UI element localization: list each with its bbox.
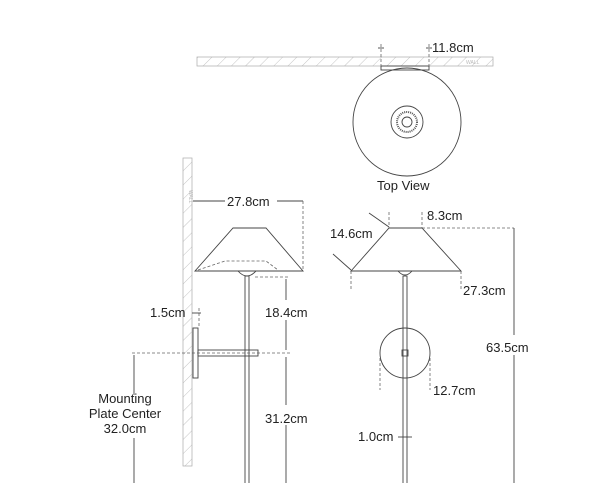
- top-socket-outer: [390, 105, 424, 139]
- front-stem: [402, 275, 408, 483]
- mounting-value: 32.0cm: [104, 421, 147, 436]
- top-socket-mid: [396, 111, 418, 133]
- arm-to-bottom-label: 31.2cm: [265, 411, 308, 426]
- mounting-label-line1: Mounting: [98, 391, 151, 406]
- plate-width-label: 11.8cm: [432, 40, 474, 55]
- shade-width-label: 27.8cm: [227, 194, 270, 209]
- side-stem: [244, 275, 250, 483]
- side-view: WALL 27.8cm 1.5cm 18.4cm 31.2cm Mounting…: [89, 157, 308, 483]
- mounting-label-line2: Plate Center: [89, 406, 162, 421]
- top-wall: [196, 56, 494, 67]
- side-wall-label: WALL: [187, 190, 193, 204]
- front-mount-plate: [379, 327, 431, 379]
- stem-diameter-label: 1.0cm: [358, 429, 393, 444]
- top-view-title: Top View: [377, 178, 430, 193]
- shade-slant-label: 14.6cm: [330, 226, 373, 241]
- top-socket-inner: [401, 116, 413, 128]
- front-view: 14.6cm 8.3cm 27.3cm 63.5cm 12.7cm 1.0cm: [330, 208, 529, 483]
- top-shade-circle: [352, 67, 462, 177]
- plate-depth-label: 1.5cm: [150, 305, 185, 320]
- overall-height-label: 63.5cm: [486, 340, 529, 355]
- shade-bottom-label: 27.3cm: [463, 283, 506, 298]
- plate-diameter-label: 12.7cm: [433, 383, 476, 398]
- top-wall-label: WALL: [466, 60, 480, 66]
- top-mount-plate: [380, 65, 430, 71]
- shade-to-arm-label: 18.4cm: [265, 305, 308, 320]
- top-view: WALL 11.8cm Top View: [196, 40, 494, 193]
- front-arm-joint: [401, 349, 409, 357]
- shade-top-label: 8.3cm: [427, 208, 462, 223]
- side-shade: [194, 227, 304, 272]
- side-wall: [182, 157, 193, 467]
